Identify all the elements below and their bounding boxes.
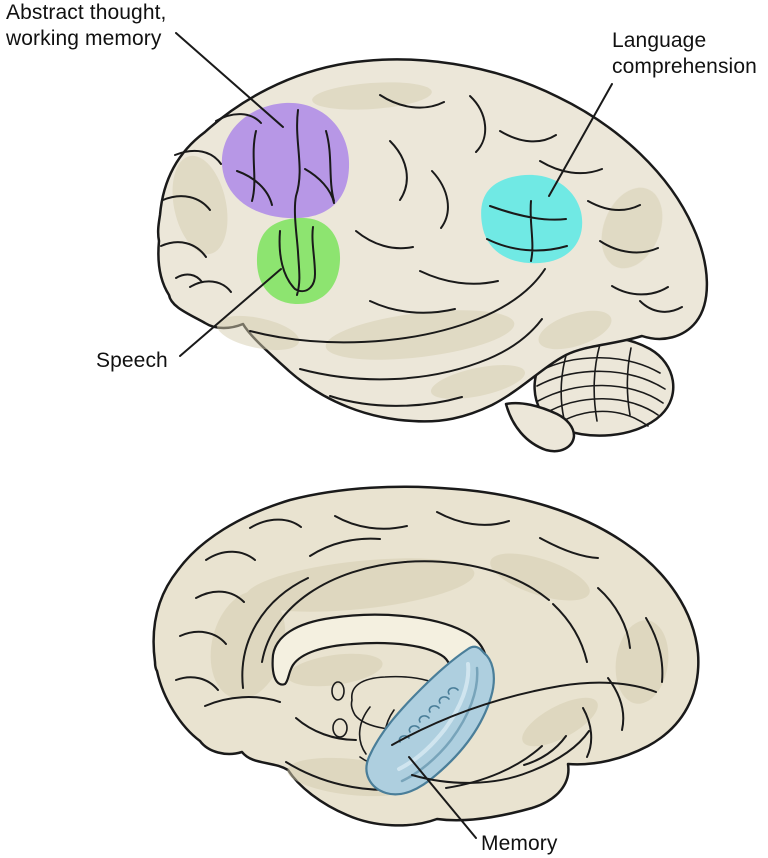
memory-region-highlight — [397, 662, 471, 771]
shading-patch — [287, 653, 383, 687]
label-speech: Speech — [96, 349, 168, 372]
dentate-gyrus-bumps — [398, 687, 459, 743]
memory-region-shadow-line — [400, 666, 479, 783]
brainstem — [504, 401, 576, 453]
optic-recess — [332, 718, 348, 738]
speech-leader-line — [179, 268, 282, 357]
shading-patch — [490, 553, 590, 601]
abstract-thought-leader-line — [175, 32, 284, 128]
shading-patch — [601, 187, 663, 269]
parahippocampal-sulci — [391, 681, 657, 784]
cerebellum-folia-lines — [536, 343, 666, 427]
label-memory: Memory — [481, 832, 558, 855]
language-comprehension-leader-line — [548, 83, 613, 197]
medial-sulci-lines — [175, 511, 664, 791]
shading-patch — [430, 365, 526, 399]
label-abstract-thought: Abstract thought, working memory — [6, 1, 167, 50]
interventricular-foramen — [331, 681, 345, 701]
lateral-brain-illustration — [156, 58, 709, 453]
label-language-comprehension: Language comprehension — [612, 29, 757, 78]
shading-patch — [172, 155, 228, 255]
memory-region — [365, 645, 495, 796]
leader-lines — [175, 32, 613, 839]
memory-leader-line — [408, 756, 477, 839]
lateral-sulci-lines — [160, 94, 683, 407]
shading-patch — [522, 697, 598, 747]
medial-brain-illustration — [152, 485, 700, 827]
shading-patch — [538, 310, 612, 350]
shading-patch — [312, 82, 432, 110]
